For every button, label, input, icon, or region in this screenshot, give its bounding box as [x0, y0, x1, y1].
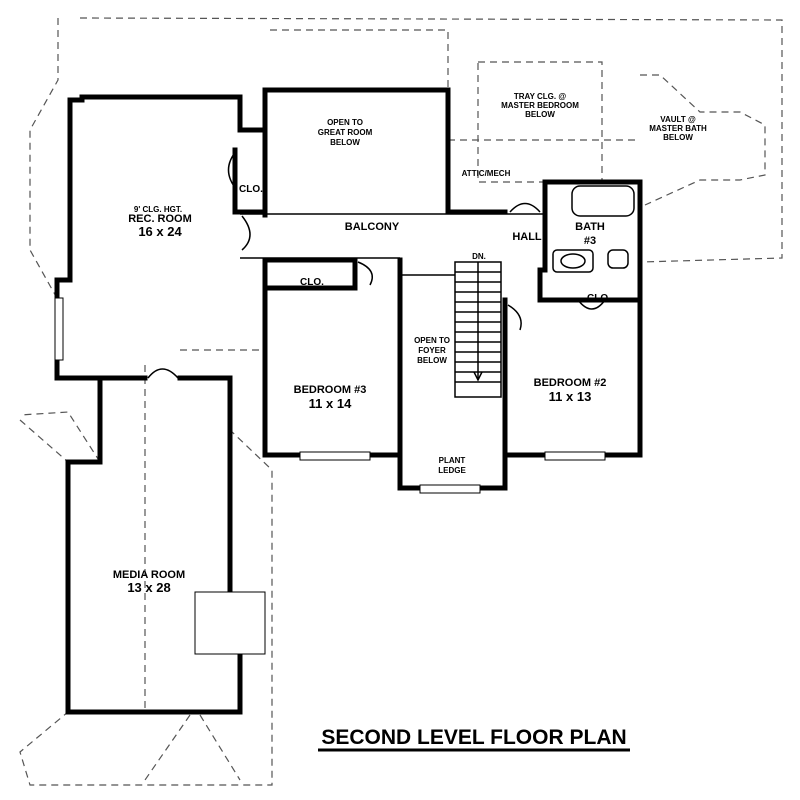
vault-label-2: MASTER BATH [649, 124, 707, 133]
bedroom2-size: 11 x 13 [549, 389, 592, 404]
hall-label: HALL [512, 231, 542, 243]
attic-label: ATTIC/MECH [462, 169, 511, 178]
plan-title: SECOND LEVEL FLOOR PLAN [321, 726, 626, 749]
tray-ceiling-label-1: TRAY CLG. @ [514, 92, 566, 101]
rec-ceiling-label: 9' CLG. HGT. [134, 205, 182, 214]
bed3-closet-label: CLO. [300, 277, 324, 288]
great-room-label-2: GREAT ROOM [318, 128, 373, 137]
bath-fixtures [552, 185, 635, 273]
media-room-name: MEDIA ROOM [113, 569, 185, 581]
bedroom2-name: BEDROOM #2 [534, 377, 607, 389]
stair-down-label: DN. [472, 252, 486, 261]
balcony-label: BALCONY [345, 221, 400, 233]
bedroom3-size: 11 x 14 [309, 396, 352, 411]
foyer-label-1: OPEN TO [414, 336, 450, 345]
great-room-label-1: OPEN TO [327, 118, 363, 127]
rec-closet-label: CLO. [239, 184, 263, 195]
vault-label-1: VAULT @ [660, 115, 696, 124]
tray-ceiling-label-2: MASTER BEDROOM [501, 101, 579, 110]
rec-room-name: REC. ROOM [128, 213, 192, 225]
staircase [454, 261, 502, 398]
foyer-label-2: FOYER [418, 346, 446, 355]
bedroom3-name: BEDROOM #3 [294, 384, 367, 396]
plant-ledge-label-2: LEDGE [438, 466, 466, 475]
walls [54, 87, 643, 715]
bed2-closet-label: CLO. [587, 293, 611, 304]
bath-number: #3 [584, 235, 596, 247]
vault-label-3: BELOW [663, 133, 693, 142]
windows [54, 297, 606, 655]
plant-ledge-label-1: PLANT [439, 456, 466, 465]
great-room-label-3: BELOW [330, 138, 360, 147]
bath-name: BATH [575, 221, 605, 233]
media-room-size: 13 x 28 [127, 580, 170, 595]
doors [147, 149, 606, 379]
rec-room-size: 16 x 24 [138, 224, 182, 239]
foyer-label-3: BELOW [417, 356, 447, 365]
tray-ceiling-label-3: BELOW [525, 110, 555, 119]
